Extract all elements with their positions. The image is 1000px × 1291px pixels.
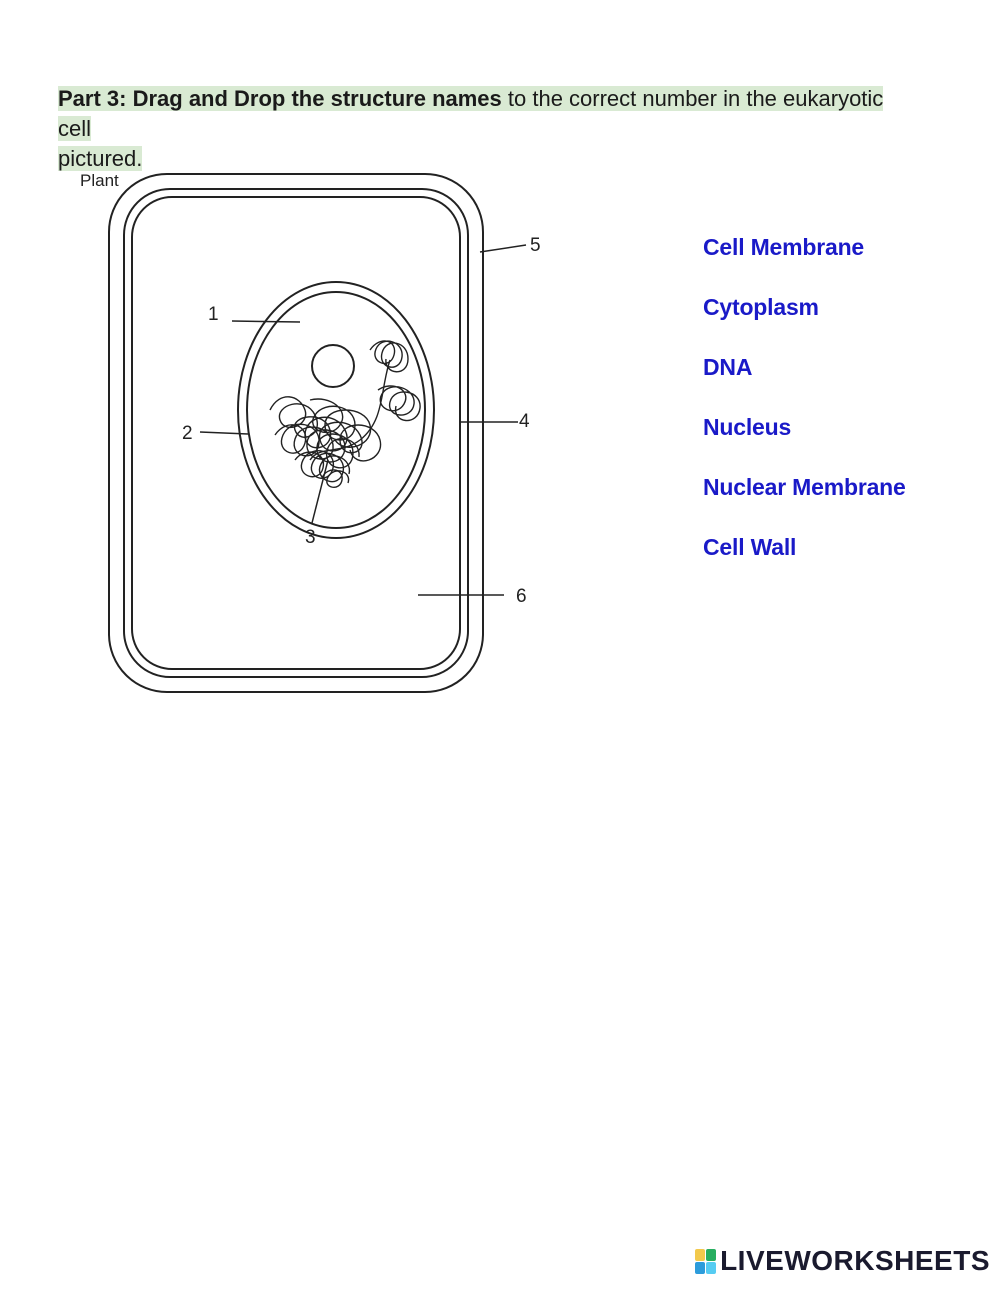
instructions-line1: Part 3: Drag and Drop the structure name… bbox=[58, 86, 884, 141]
instructions-bold: Part 3: Drag and Drop the structure name… bbox=[58, 86, 502, 111]
nucleolus bbox=[311, 344, 355, 388]
cell-membrane bbox=[131, 196, 461, 670]
word-nucleus[interactable]: Nucleus bbox=[703, 414, 792, 440]
pointer-line-2 bbox=[199, 431, 249, 435]
label-1: 1 bbox=[208, 304, 219, 325]
cell-wall-outer bbox=[108, 173, 484, 693]
liveworksheets-brand: LIVEWORKSHEETS bbox=[695, 1245, 990, 1277]
label-6: 6 bbox=[516, 586, 527, 607]
dna-tangle bbox=[269, 340, 421, 488]
diagram-title: Plant bbox=[80, 171, 119, 190]
instructions: Part 3: Drag and Drop the structure name… bbox=[58, 84, 908, 174]
nuclear-membrane-outer bbox=[237, 281, 435, 539]
word-cytoplasm[interactable]: Cytoplasm bbox=[703, 294, 819, 320]
label-2: 2 bbox=[182, 423, 193, 444]
word-nuclear-membrane[interactable]: Nuclear Membrane bbox=[703, 474, 906, 500]
nuclear-membrane-inner bbox=[246, 291, 426, 529]
word-cell-membrane[interactable]: Cell Membrane bbox=[703, 234, 865, 260]
instructions-line2: pictured. bbox=[58, 146, 143, 171]
pointer-line-3 bbox=[311, 459, 329, 524]
liveworksheets-logo-icon bbox=[695, 1248, 717, 1274]
pointer-line-1 bbox=[231, 320, 301, 323]
label-5: 5 bbox=[530, 235, 541, 256]
label-4: 4 bbox=[519, 411, 530, 432]
pointer-line-5 bbox=[479, 244, 527, 253]
instructions-rest: to the correct number in the eukaryotic … bbox=[58, 86, 884, 141]
word-dna[interactable]: DNA bbox=[703, 354, 753, 380]
label-3: 3 bbox=[305, 527, 316, 548]
cell-wall-inner bbox=[123, 188, 469, 678]
word-bank: Cell Membrane Cytoplasm DNA Nucleus Nucl… bbox=[703, 232, 963, 592]
brand-name: LIVEWORKSHEETS bbox=[720, 1245, 990, 1276]
word-cell-wall[interactable]: Cell Wall bbox=[703, 534, 797, 560]
plant-cell-diagram: Plant 1 2 3 bbox=[60, 160, 580, 720]
